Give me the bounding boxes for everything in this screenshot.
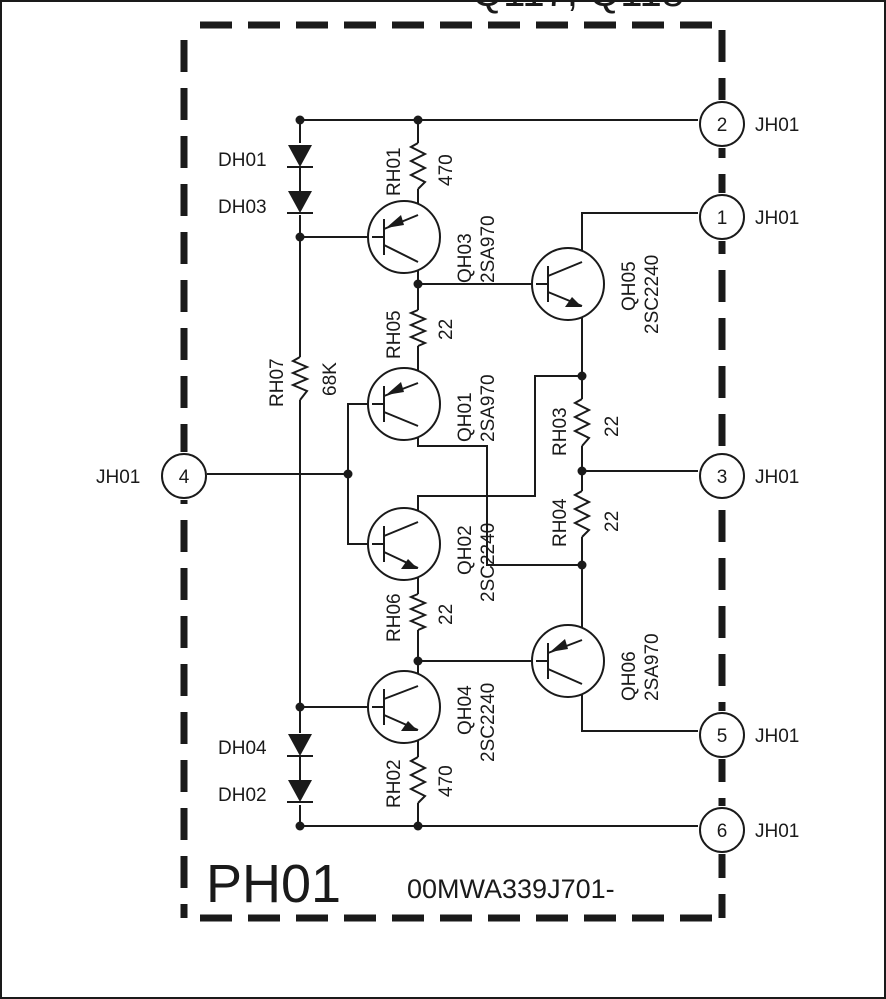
pin-6: 6 JH01 xyxy=(699,807,799,853)
pin-1: 1 JH01 xyxy=(699,194,799,240)
transistor-qh01-ref: QH01 xyxy=(455,392,476,442)
transistor-qh05-ref: QH05 xyxy=(619,261,640,311)
resistor-rh01-value: 470 xyxy=(436,154,457,186)
pin-5-number: 5 xyxy=(717,726,728,747)
pin-2-label: JH01 xyxy=(755,115,799,136)
resistor-rh02-value: 470 xyxy=(436,765,457,797)
pin-5-label: JH01 xyxy=(755,726,799,747)
transistor-qh03-type: 2SA970 xyxy=(478,215,499,283)
diode-dh03-label: DH03 xyxy=(218,197,267,218)
resistor-rh03-ref: RH03 xyxy=(550,407,571,456)
transistor-qh06-ref: QH06 xyxy=(619,651,640,701)
resistor-rh02 xyxy=(408,756,428,804)
pin-1-label: JH01 xyxy=(755,208,799,229)
transistor-qh02-type: 2SC2240 xyxy=(478,523,499,602)
module-name: PH01 xyxy=(206,854,341,914)
pin-1-number: 1 xyxy=(717,208,728,229)
transistor-qh02-ref: QH02 xyxy=(455,525,476,575)
junction-dots xyxy=(295,115,587,831)
resistor-rh05 xyxy=(408,309,428,347)
pin-4-label: JH01 xyxy=(96,467,140,488)
transistor-qh03-ref: QH03 xyxy=(455,233,476,283)
transistor-qh06-type: 2SA970 xyxy=(642,633,663,701)
transistor-qh03 xyxy=(367,200,441,274)
resistor-rh04-ref: RH04 xyxy=(550,498,571,547)
diode-dh03 xyxy=(287,191,313,214)
pin-4: 4 JH01 xyxy=(96,453,207,499)
resistor-rh06-ref: RH06 xyxy=(384,593,405,642)
resistor-rh07-ref: RH07 xyxy=(267,358,288,407)
header-fragment: Q117, Q118 xyxy=(472,0,684,15)
resistor-rh04 xyxy=(572,490,592,538)
module-part-number: 00MWA339J701- xyxy=(407,874,615,904)
pin-6-label: JH01 xyxy=(755,821,799,842)
resistor-rh05-ref: RH05 xyxy=(384,310,405,359)
pin-4-number: 4 xyxy=(179,467,190,488)
resistor-rh04-value: 22 xyxy=(602,511,623,532)
resistor-rh06 xyxy=(408,593,428,631)
transistor-qh01-type: 2SA970 xyxy=(478,374,499,442)
resistor-rh01 xyxy=(408,142,428,190)
diode-dh01-label: DH01 xyxy=(218,150,267,171)
transistor-qh04 xyxy=(367,670,441,744)
pin-5: 5 JH01 xyxy=(699,712,799,758)
wiring xyxy=(207,119,698,827)
transistor-qh04-type: 2SC2240 xyxy=(478,683,499,762)
pin-3-label: JH01 xyxy=(755,467,799,488)
resistor-rh03-value: 22 xyxy=(602,416,623,437)
transistor-qh02 xyxy=(367,507,441,581)
pin-3-number: 3 xyxy=(717,467,728,488)
transistor-qh01 xyxy=(367,367,441,441)
pin-2-number: 2 xyxy=(717,115,728,136)
resistor-rh06-value: 22 xyxy=(436,604,457,625)
transistor-qh04-ref: QH04 xyxy=(455,685,476,735)
resistor-rh05-value: 22 xyxy=(436,319,457,340)
resistor-rh07 xyxy=(290,356,310,401)
resistor-rh01-ref: RH01 xyxy=(384,147,405,196)
diode-dh04-label: DH04 xyxy=(218,738,267,759)
transistor-qh06 xyxy=(531,624,605,698)
diode-dh01 xyxy=(287,145,313,191)
resistor-rh03 xyxy=(572,398,592,447)
resistor-rh07-value: 68K xyxy=(320,362,341,396)
pin-6-number: 6 xyxy=(717,821,728,842)
transistor-qh05-type: 2SC2240 xyxy=(642,255,663,334)
diode-dh02 xyxy=(287,780,313,803)
resistor-rh02-ref: RH02 xyxy=(384,759,405,808)
transistor-qh05 xyxy=(531,247,605,321)
diode-dh02-label: DH02 xyxy=(218,785,267,806)
diode-dh04 xyxy=(287,734,313,780)
pin-3: 3 JH01 xyxy=(699,453,799,499)
pin-2: 2 JH01 xyxy=(699,101,799,147)
